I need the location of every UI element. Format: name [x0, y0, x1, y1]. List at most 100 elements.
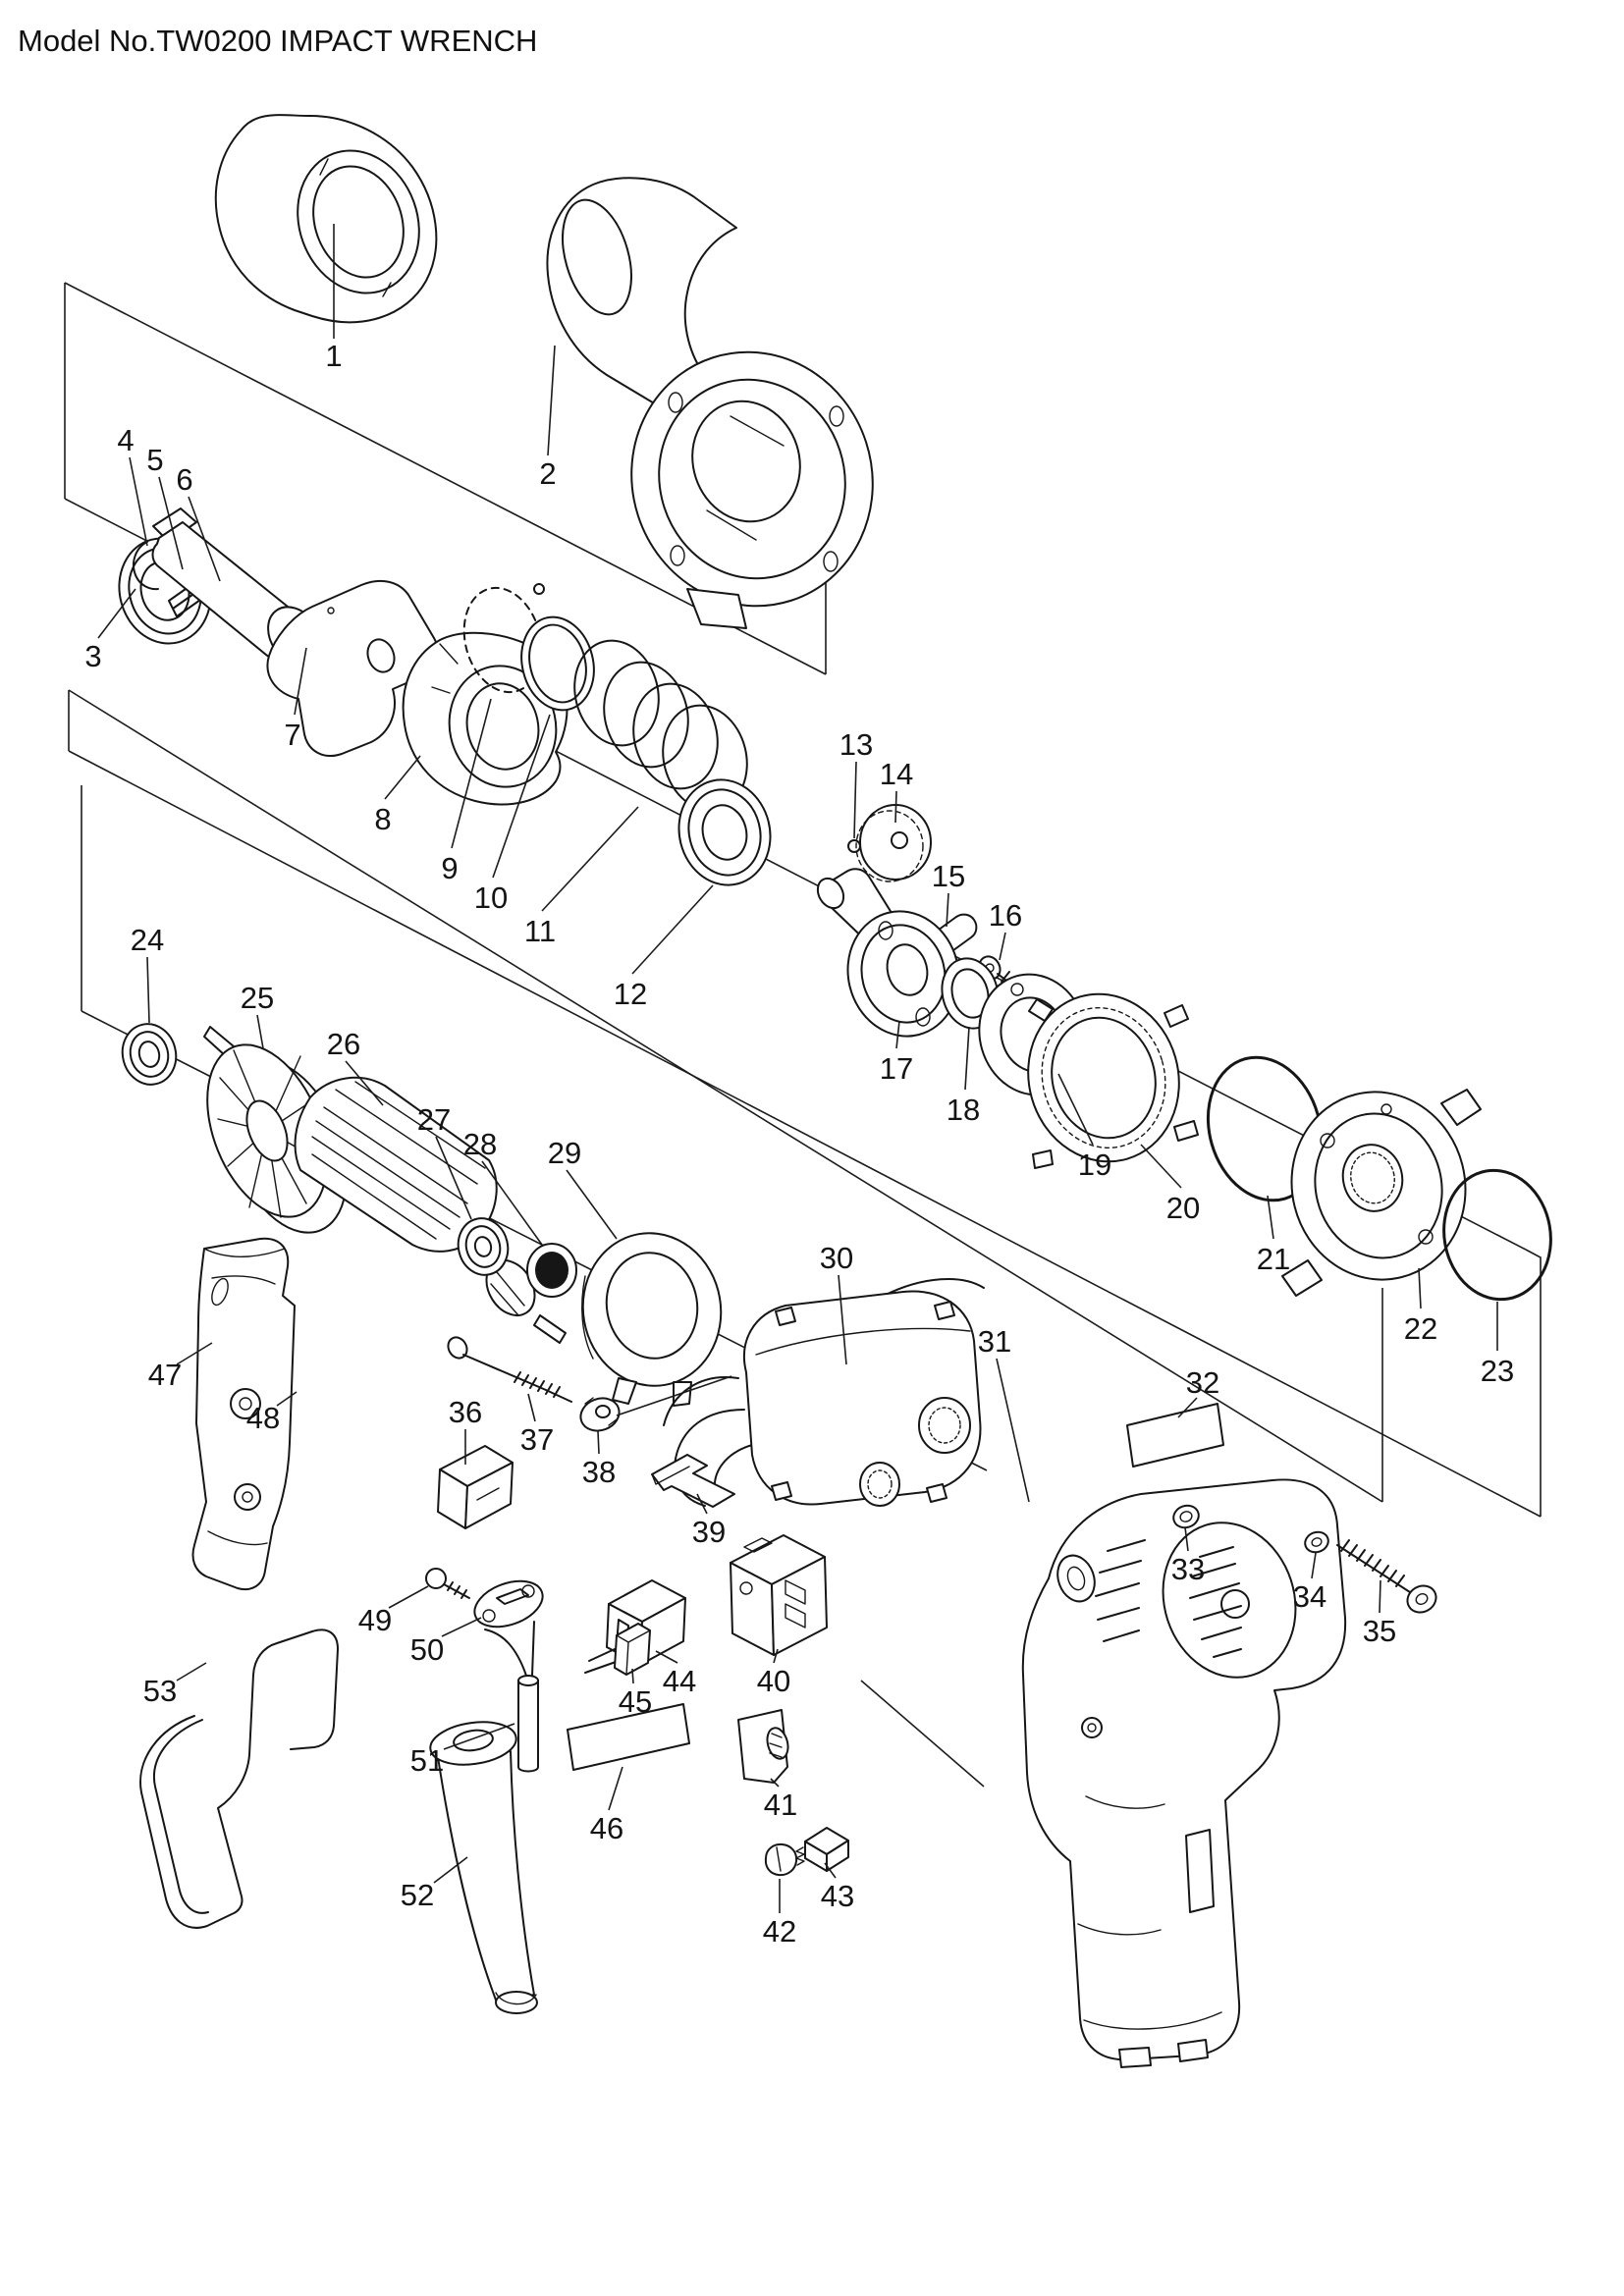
part-31-housing-illustration [1021, 1478, 1347, 2068]
part-label-49: 49 [358, 1603, 392, 1637]
part-label-50: 50 [410, 1632, 444, 1667]
part-24-ball-bearing-illustration [121, 1023, 178, 1086]
part-52-leader [433, 1856, 468, 1884]
page-title: Model No.TW0200 IMPACT WRENCH [18, 24, 537, 58]
install-leader-1 [616, 1375, 732, 1416]
part-28-leader [481, 1160, 543, 1246]
part-3-leader [97, 588, 136, 639]
part-52-cord-guard-illustration [429, 1721, 538, 2014]
part-32-name-plate-illustration [1126, 1403, 1224, 1468]
part-47-leader [176, 1342, 213, 1365]
part-12-washer-illustration [677, 778, 772, 886]
part-38-leader [597, 1430, 600, 1455]
part-2-hammer-case-illustration [546, 177, 874, 629]
part-4-leader [129, 456, 148, 547]
part-label-11: 11 [524, 914, 556, 948]
part-label-40: 40 [757, 1664, 790, 1698]
part-label-34: 34 [1293, 1579, 1326, 1614]
part-label-24: 24 [131, 923, 164, 957]
part-36-dust-cover-illustration [437, 1445, 514, 1529]
group-boundary-line-5 [1525, 1249, 1542, 1517]
part-label-37: 37 [520, 1422, 554, 1457]
part-label-13: 13 [839, 727, 873, 762]
part-label-16: 16 [989, 898, 1022, 933]
part-17-spindle-illustration [816, 868, 960, 1038]
group-boundary-line-7 [68, 689, 1383, 1503]
part-35-bolt-illustration [1336, 1539, 1437, 1614]
part-label-5: 5 [146, 443, 163, 477]
part-18-leader [964, 1026, 970, 1091]
part-27-ball-bearing-illustration [457, 1217, 510, 1276]
part-label-46: 46 [590, 1811, 623, 1845]
part-label-15: 15 [932, 859, 965, 893]
part-number-labels: 1234567891011121314151617181920212223242… [84, 339, 1514, 1949]
part-label-44: 44 [663, 1664, 696, 1698]
part-9-leader [451, 698, 492, 849]
part-label-52: 52 [401, 1878, 434, 1912]
part-label-30: 30 [820, 1241, 853, 1275]
part-32-leader [1177, 1397, 1198, 1418]
part-label-2: 2 [539, 456, 556, 491]
part-51-capacitor-illustration [484, 1621, 539, 1773]
group-boundary-line-9 [68, 750, 1542, 1518]
part-10-ring-illustration [520, 615, 595, 712]
part-15-leader [946, 892, 949, 928]
part-label-33: 33 [1171, 1552, 1205, 1586]
part-label-14: 14 [880, 757, 913, 791]
part-28-insulation-washer-illustration [526, 1243, 577, 1298]
part-38-clamp-illustration [579, 1397, 621, 1432]
part-label-53: 53 [143, 1674, 177, 1708]
part-label-47: 47 [148, 1358, 182, 1392]
part-41-leader [770, 1778, 780, 1788]
part-48-leader [276, 1391, 298, 1407]
part-label-9: 9 [441, 851, 458, 885]
part-45-connector-illustration [584, 1623, 651, 1676]
part-45-leader [631, 1668, 634, 1684]
part-label-6: 6 [176, 462, 192, 497]
part-23-o-ring-illustration [1442, 1168, 1552, 1302]
part-label-22: 22 [1404, 1311, 1437, 1346]
part-6-leader [188, 496, 221, 582]
part-33-leader [1184, 1526, 1189, 1552]
part-31-leader [996, 1358, 1030, 1503]
part-44-leader [655, 1650, 678, 1664]
part-37-leader [527, 1393, 536, 1422]
part-43-leader [824, 1862, 837, 1879]
part-label-32: 32 [1186, 1365, 1219, 1400]
part-label-31: 31 [978, 1324, 1011, 1359]
part-49-screw-illustration [425, 1568, 470, 1599]
part-24-leader [146, 956, 150, 1024]
part-7-leader [294, 647, 307, 716]
part-49-leader [388, 1585, 429, 1609]
part-label-27: 27 [417, 1102, 451, 1137]
part-16-leader [999, 932, 1006, 961]
part-20-ring-gear-illustration [1027, 992, 1199, 1169]
part-label-51: 51 [410, 1743, 444, 1778]
part-label-17: 17 [880, 1051, 913, 1086]
install-leader-2 [860, 1680, 985, 1788]
part-label-29: 29 [548, 1136, 581, 1170]
part-42-brush-cap-illustration [764, 1842, 798, 1877]
part-label-41: 41 [764, 1788, 797, 1822]
part-21-o-ring-illustration [1206, 1055, 1324, 1202]
part-30-leader [838, 1274, 847, 1365]
part-label-8: 8 [374, 802, 391, 836]
part-7-anvil-illustration [151, 507, 440, 757]
part-20-leader [1140, 1144, 1182, 1189]
part-30-field-illustration [663, 1278, 985, 1507]
part-25-leader [256, 1014, 264, 1049]
part-14-leader [894, 790, 897, 824]
part-53-hanger-illustration [139, 1629, 339, 1929]
part-label-12: 12 [614, 977, 647, 1011]
part-50-cord-clamp-illustration [473, 1579, 544, 1629]
part-4-ring-illustration [133, 541, 159, 591]
part-10-leader [492, 714, 551, 879]
part-17-leader [895, 1020, 900, 1049]
part-label-23: 23 [1481, 1354, 1514, 1388]
part-label-1: 1 [325, 339, 342, 373]
part-22-leader [1418, 1267, 1422, 1309]
part-label-42: 42 [763, 1914, 796, 1949]
part-34-nut-illustration [1304, 1530, 1329, 1554]
part-50-leader [441, 1617, 482, 1637]
